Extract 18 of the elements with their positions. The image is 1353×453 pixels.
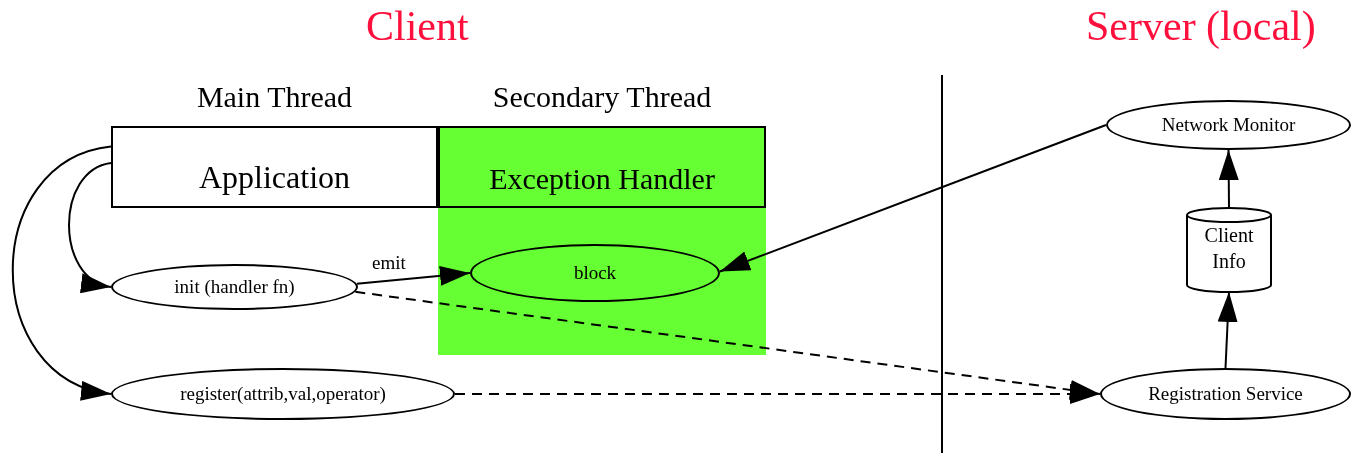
arrow <box>354 290 1101 400</box>
process-ellipse: register(attrib,val,operator) <box>111 368 455 420</box>
box-label: Exception Handler <box>489 162 715 196</box>
service-ellipse: Registration Service <box>1100 368 1351 420</box>
arrow <box>454 384 1101 404</box>
node-label: Client Info <box>1203 223 1255 274</box>
service-ellipse: Network Monitor <box>1106 100 1351 150</box>
arrow <box>355 265 471 286</box>
box-label: Application <box>198 159 351 196</box>
section-title: Server (local) <box>1086 2 1316 50</box>
column-heading: Secondary Thread <box>491 80 713 114</box>
section-title: Client <box>366 2 469 50</box>
arrow <box>1218 149 1239 209</box>
column-heading: Main Thread <box>195 80 354 114</box>
arrow <box>1217 291 1238 369</box>
arrow <box>718 124 1107 273</box>
process-ellipse: init (handler fn) <box>111 264 358 310</box>
process-ellipse: block <box>470 244 720 302</box>
